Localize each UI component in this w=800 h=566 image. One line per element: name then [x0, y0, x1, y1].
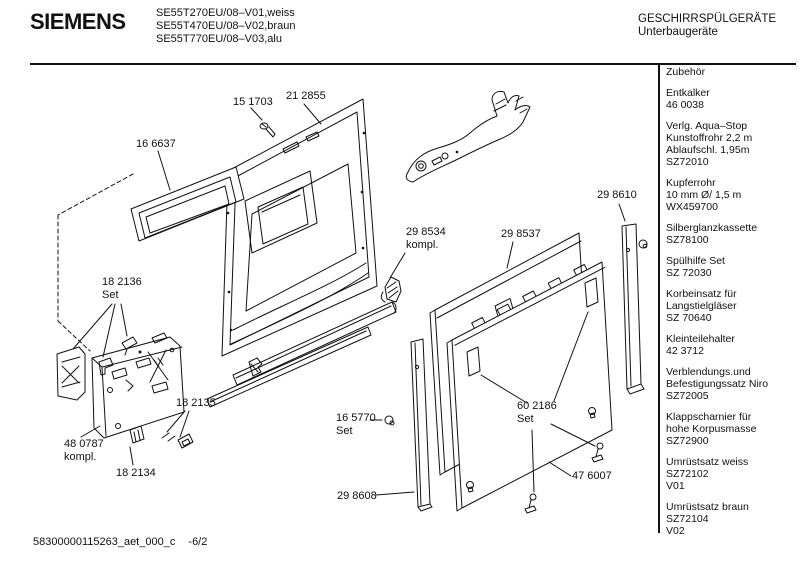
- header-divider: [30, 63, 796, 65]
- part-label-29-8537: 29 8537: [501, 228, 541, 240]
- fastener-clips-drawing: [384, 415, 604, 514]
- page-number: -6/2: [188, 536, 208, 548]
- accessories-title: Zubehör: [666, 66, 706, 78]
- category-subtitle: Unterbaugeräte: [638, 26, 718, 38]
- category-block: GESCHIRRSPÜLGERÄTE Unterbaugeräte: [638, 13, 776, 39]
- control-module-drawing: [56, 332, 194, 449]
- hinge-lever-drawing: [405, 90, 531, 183]
- siemens-logo: SIEMENS: [30, 9, 126, 34]
- part-label-29-8534: 29 8534 kompl.: [406, 226, 446, 251]
- accessory-item: Umrüstsatz braun SZ72104 V02: [666, 501, 749, 537]
- part-label-18-2135: 18 2135: [176, 397, 216, 409]
- accessory-item: Silberglanzkassette SZ78100: [666, 222, 758, 246]
- accessory-item: Umrüstsatz weiss SZ72102 V01: [666, 456, 749, 492]
- category-title: GESCHIRRSPÜLGERÄTE: [638, 13, 777, 25]
- part-label-21-2855: 21 2855: [286, 90, 326, 102]
- part-label-29-8608: 29 8608: [337, 490, 377, 502]
- document-number: 58300000115263_aet_000_c: [33, 536, 176, 548]
- accessory-item: Klappscharnier für hohe Korpusmasse SZ72…: [666, 411, 757, 447]
- screw-icon: [259, 122, 276, 138]
- part-label-29-8610: 29 8610: [597, 189, 637, 201]
- part-label-60-2186: 60 2186 Set: [517, 400, 557, 425]
- side-strip-right-drawing: [621, 223, 648, 395]
- projection-dashed-lines: [57, 173, 134, 352]
- accessory-item: Korbeinsatz für Langstielgläser SZ 70640: [666, 288, 737, 324]
- accessory-item: Entkalker 46 0038: [666, 87, 710, 111]
- accessory-item: Kleinteilehalter 42 3712: [666, 333, 735, 357]
- accessory-item: Verlg. Aqua–Stop Kunstoffrohr 2,2 m Abla…: [666, 120, 753, 168]
- part-label-18-2136: 18 2136 Set: [102, 276, 142, 301]
- part-label-16-6637: 16 6637: [136, 138, 176, 150]
- footer: 58300000115263_aet_000_c -6/2: [33, 536, 207, 548]
- display-frame-drawing: [130, 166, 245, 242]
- accessory-item: Kupferrohr 10 mm Ø/ 1,5 m WX459700: [666, 177, 742, 213]
- door-outer-panel-drawing: [206, 98, 397, 408]
- leader-lines: [72, 103, 626, 496]
- side-strip-left-drawing: [410, 338, 433, 512]
- part-label-16-5770: 16 5770 Set: [336, 412, 376, 437]
- part-label-47-6007: 47 6007: [572, 470, 612, 482]
- accessory-item: Spülhilfe Set SZ 72030: [666, 255, 725, 279]
- accessory-item: Verblendungs.und Befestigungssatz Niro S…: [666, 366, 769, 402]
- part-label-18-2134: 18 2134: [116, 467, 156, 479]
- part-label-15-1703: 15 1703: [233, 96, 273, 108]
- model-list: SE55T270EU/08–V01,weiss SE55T470EU/08–V0…: [156, 7, 296, 45]
- sidebar-divider: [658, 63, 660, 533]
- part-label-48-0787: 48 0787 kompl.: [64, 438, 104, 463]
- front-door-panel-drawing: [446, 261, 613, 512]
- hinge-piece-drawing: [380, 276, 402, 303]
- accessories-panel: Zubehör Entkalker 46 0038 Verlg. Aqua–St…: [666, 66, 794, 537]
